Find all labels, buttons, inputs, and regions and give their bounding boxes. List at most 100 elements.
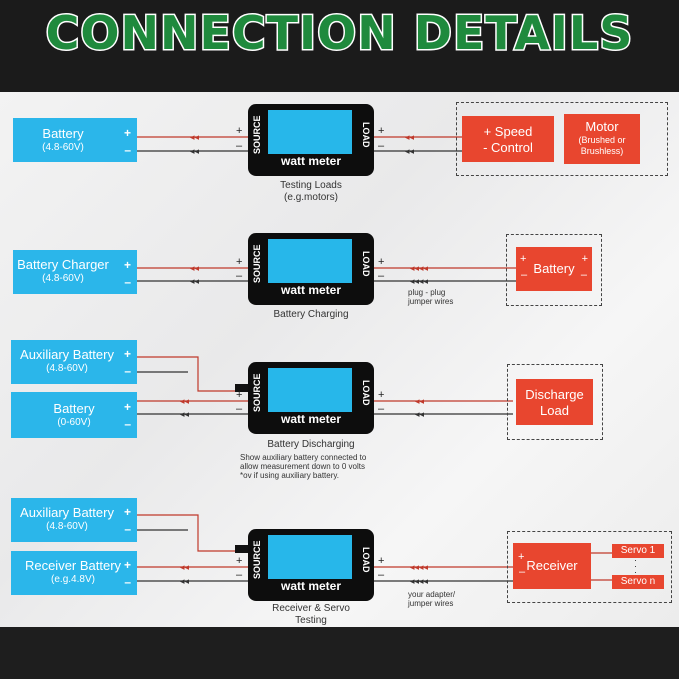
- negative-terminal: –: [521, 269, 528, 281]
- ellipsis-dots: ···: [634, 555, 637, 577]
- battery-label: Battery: [53, 401, 95, 416]
- battery-group-box: [506, 234, 602, 306]
- arrow-marker: ◂◂: [405, 133, 415, 143]
- source-label: SOURCE: [252, 373, 262, 413]
- load-group-box: [456, 102, 668, 176]
- source-label: SOURCE: [252, 244, 262, 284]
- target-battery-box: Battery + – + –: [516, 247, 592, 291]
- minus-marker: –: [378, 569, 385, 581]
- positive-terminal: +: [123, 400, 131, 414]
- positive-terminal: +: [123, 126, 131, 140]
- plus-marker: +: [236, 256, 243, 268]
- discharge-load-box: Discharge Load: [516, 379, 593, 425]
- arrow-marker: ◂◂: [405, 147, 415, 157]
- positive-terminal: +: [520, 253, 527, 265]
- aux-label: Auxiliary Battery: [20, 347, 114, 362]
- note-line: *ov if using auxiliary battery.: [240, 471, 340, 480]
- arrow-marker: ◂◂: [180, 577, 190, 587]
- watt-meter: SOURCE LOAD watt meter: [248, 362, 374, 434]
- load-label: LOAD: [361, 251, 371, 277]
- motor-sub: (Brushed or: [578, 135, 626, 145]
- arrow-marker: ◂◂: [180, 397, 190, 407]
- arrow-marker: ◂◂: [190, 277, 200, 287]
- positive-terminal: +: [581, 253, 588, 265]
- positive-terminal: +: [123, 558, 131, 572]
- caption: Testing Loads (e.g.motors): [248, 180, 374, 204]
- motor-box: Motor (Brushed or Brushless): [564, 114, 640, 164]
- arrow-marker: ◂◂: [415, 397, 425, 407]
- arrow-marker: ◂◂: [415, 410, 425, 420]
- minus-marker: –: [236, 140, 243, 152]
- wire: [137, 356, 248, 392]
- connector-plug: [235, 384, 248, 392]
- meter-label: watt meter: [280, 412, 342, 426]
- meter-label: watt meter: [280, 283, 342, 297]
- minus-marker: –: [378, 403, 385, 415]
- battery-box: Battery (4.8-60V) + –: [13, 118, 137, 162]
- minus-marker: –: [236, 270, 243, 282]
- load-label: Load: [540, 403, 569, 418]
- negative-terminal: –: [519, 566, 526, 578]
- wire: [137, 514, 248, 552]
- load-label: LOAD: [361, 380, 371, 406]
- page-title: CONNECTION DETAILS: [44, 5, 634, 62]
- jumper-note: plug - plug jumper wires: [408, 288, 453, 306]
- charger-voltage: (4.8-60V): [42, 273, 84, 284]
- meter-label: watt meter: [280, 579, 342, 593]
- plus-marker: +: [236, 389, 243, 401]
- meter-screen: [268, 535, 352, 579]
- note-line: jumper wires: [408, 297, 454, 306]
- meter-screen: [268, 110, 352, 154]
- load-label: Discharge: [525, 387, 584, 402]
- discharge-note: Show auxiliary battery connected to allo…: [240, 453, 400, 480]
- arrow-marker: ◂◂: [180, 410, 190, 420]
- arrow-marker: ◂◂◂◂: [410, 577, 429, 587]
- aux-label: Auxiliary Battery: [20, 505, 114, 520]
- negative-terminal: –: [124, 275, 131, 289]
- motor-label: Motor: [585, 119, 619, 134]
- arrow-marker: ◂◂◂◂: [410, 264, 429, 274]
- negative-terminal: –: [124, 417, 131, 431]
- plus-marker: +: [378, 555, 385, 567]
- adapter-note: your adapter/ jumper wires: [408, 590, 455, 608]
- receiver-group-box: [507, 531, 672, 603]
- arrow-marker: ◂◂: [190, 147, 200, 157]
- note-line: jumper wires: [408, 599, 454, 608]
- load-label: LOAD: [361, 547, 371, 573]
- note-line: plug - plug: [408, 288, 446, 297]
- watt-meter: SOURCE LOAD watt meter: [248, 233, 374, 305]
- negative-terminal: –: [124, 575, 131, 589]
- speed-control-box: + Speed - Control: [462, 116, 554, 162]
- aux-voltage: (4.8-60V): [46, 363, 88, 374]
- header: CONNECTION DETAILS: [0, 0, 679, 92]
- note-line: allow measurement down to 0 volts: [240, 462, 365, 471]
- negative-terminal: –: [124, 143, 131, 157]
- negative-terminal: –: [124, 522, 131, 536]
- note-line: your adapter/: [408, 590, 456, 599]
- caption-line: Testing: [295, 615, 327, 626]
- motor-sub: Brushless): [580, 146, 624, 156]
- plus-marker: +: [378, 125, 385, 137]
- receiver-battery-label: Receiver Battery: [24, 558, 122, 573]
- battery-label: Battery: [533, 261, 575, 276]
- minus-marker: –: [236, 569, 243, 581]
- battery-charger-box: Battery Charger (4.8-60V) + –: [13, 250, 137, 294]
- minus-marker: –: [378, 140, 385, 152]
- servo-1-box: Servo 1: [612, 544, 664, 558]
- arrow-marker: ◂◂: [190, 133, 200, 143]
- minus-marker: –: [378, 270, 385, 282]
- battery-voltage: (4.8-60V): [42, 142, 84, 153]
- plus-marker: +: [236, 555, 243, 567]
- plus-marker: +: [378, 389, 385, 401]
- auxiliary-battery-box: Auxiliary Battery (4.8-60V) + –: [11, 340, 137, 384]
- caption: Receiver & Servo Testing: [248, 603, 374, 627]
- caption-line: Receiver & Servo: [272, 603, 350, 614]
- positive-terminal: +: [518, 551, 525, 563]
- load-label: LOAD: [361, 122, 371, 148]
- caption: Battery Charging: [273, 309, 349, 320]
- arrow-marker: ◂◂: [180, 563, 190, 573]
- plus-marker: +: [378, 256, 385, 268]
- source-label: SOURCE: [252, 115, 262, 155]
